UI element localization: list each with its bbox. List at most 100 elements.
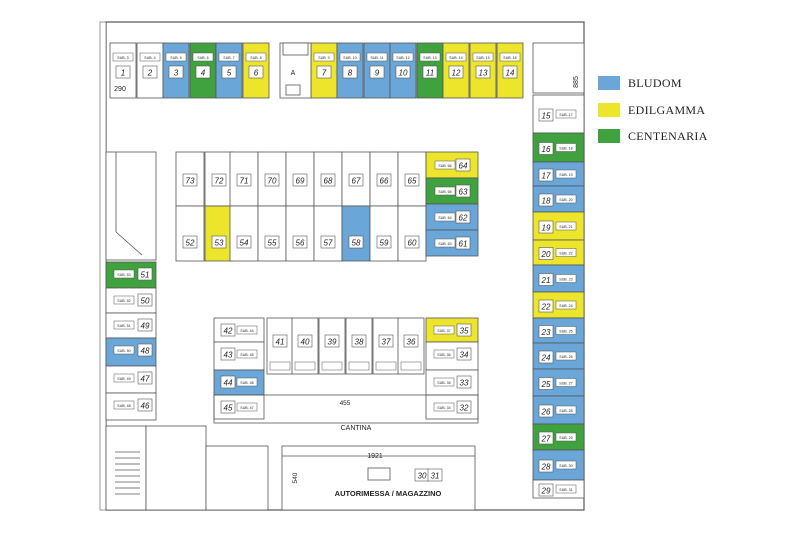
space-32-number: 32 [460,404,469,413]
space-2-sub-label: SUB. 4 [144,56,155,60]
space-a-label: A [291,70,296,77]
space-48-tag [137,343,153,357]
space-25-sub-box [555,378,577,387]
space-46-number: 46 [141,402,150,411]
space-59-number: 59 [380,239,389,248]
space-5-tag [221,65,237,79]
space-5-sub-label: SUB. 7 [223,56,234,60]
space-49-tag [137,318,153,332]
space-32-tag [456,400,472,414]
space-56-number: 56 [296,239,305,248]
space-11-sub-box [419,52,441,62]
space-21-number: 21 [541,276,551,285]
space-63-sub-box [434,186,456,196]
space-41-number: 41 [276,338,285,347]
space-42-sub-box [236,325,258,335]
space-26-tag [538,404,554,418]
legend-bludom: BLUDOM [598,76,798,94]
space-7-sub-label: SUB. 9 [318,56,329,60]
space-37-number: 37 [382,338,391,347]
space-62-sub-box [434,212,456,222]
space-27-sub-label: SUB. 29 [559,436,572,440]
space-28-number: 28 [541,463,551,472]
room-top-right [532,42,585,94]
space-36-lower-sub-box [400,361,422,371]
space-9-sub-label: SUB. 11 [370,56,383,60]
space-20-tag [538,247,554,260]
space-18-sub-box [555,194,577,204]
space-57-tag [320,235,336,249]
space-8-number: 8 [348,69,353,78]
legend-centenaria: CENTENARIA [598,129,798,147]
space-12-tag [448,65,464,79]
space-a-sub-box [285,84,301,96]
space-16-number: 16 [542,145,551,154]
space-49-sub-box [113,320,135,330]
space-40-lower-sub-box [294,361,316,371]
space-50-sub-label: SUB. 52 [117,299,130,303]
space-62-tag [455,210,471,224]
space-45-number: 45 [224,404,233,413]
space-47-number: 47 [141,375,150,384]
space-41-tag [272,334,288,348]
space-71-tag [236,173,252,187]
parking-space-13 [469,42,497,99]
space-35-sub-label: SUB. 37 [437,329,450,333]
space-66-tag [376,173,392,187]
parking-space-2 [136,42,164,99]
space-4-sub-label: SUB. 6 [197,56,208,60]
space-73-tag [182,173,198,187]
space-71-number: 71 [240,177,249,186]
space-8-sub-label: SUB. 10 [343,56,356,60]
legend-label-bludom: BLUDOM [628,76,682,90]
space-4-tag [195,65,211,79]
space-29-tag [538,483,554,497]
ramp-left [105,151,157,261]
label-cantina: CANTINA [341,425,372,432]
space-29-sub-box [555,484,577,494]
space-28-tag [538,459,554,473]
space-1-sub-label: SUB. 3 [117,56,128,60]
legend-label-edilgamma: EDILGAMMA [628,103,706,117]
space-68-number: 68 [324,177,333,186]
parking-space-56 [285,205,315,262]
space-16-sub-box [555,143,577,152]
space-31-tag [427,468,443,482]
space-37-lower-sub-box [375,361,397,371]
space-47-sub-label: SUB. 49 [117,377,130,381]
space-45-sub-box [236,402,258,412]
space-20-sub-box [555,248,577,257]
space-54-tag [236,235,252,249]
space-70-tag [264,173,280,187]
space-30-number: 30 [418,472,427,481]
space-9-tag [369,65,385,79]
space-45-sub-label: SUB. 47 [240,406,253,410]
space-23-number: 23 [541,328,551,337]
space-18-sub-label: SUB. 20 [559,198,572,202]
space-2-number: 2 [147,69,153,78]
space-43-tag [220,347,236,361]
space-67-number: 67 [352,177,361,186]
space-7-number: 7 [322,69,327,78]
parking-space-55 [257,205,287,262]
space-39-lower-sub-box [321,361,343,371]
space-22-sub-box [555,300,577,310]
space-5-number: 5 [227,69,232,78]
space-50-tag [137,293,153,307]
space-27-sub-box [555,432,577,442]
space-40-number: 40 [301,338,310,347]
space-14-tag [502,65,518,79]
space-62-sub-label: SUB. 64 [438,216,451,220]
space-64-number: 64 [459,162,468,171]
space-22-sub-label: SUB. 24 [559,304,572,308]
space-19-number: 19 [542,224,551,233]
space-46-tag [137,398,153,412]
space-64-sub-label: SUB. 66 [438,164,451,168]
space-44-sub-box [236,377,258,387]
space-13-sub-box [472,52,494,62]
outer-wall-left [99,21,107,511]
space-56-tag [292,235,308,249]
space-15-tag [538,108,554,122]
space-18-number: 18 [542,197,551,206]
